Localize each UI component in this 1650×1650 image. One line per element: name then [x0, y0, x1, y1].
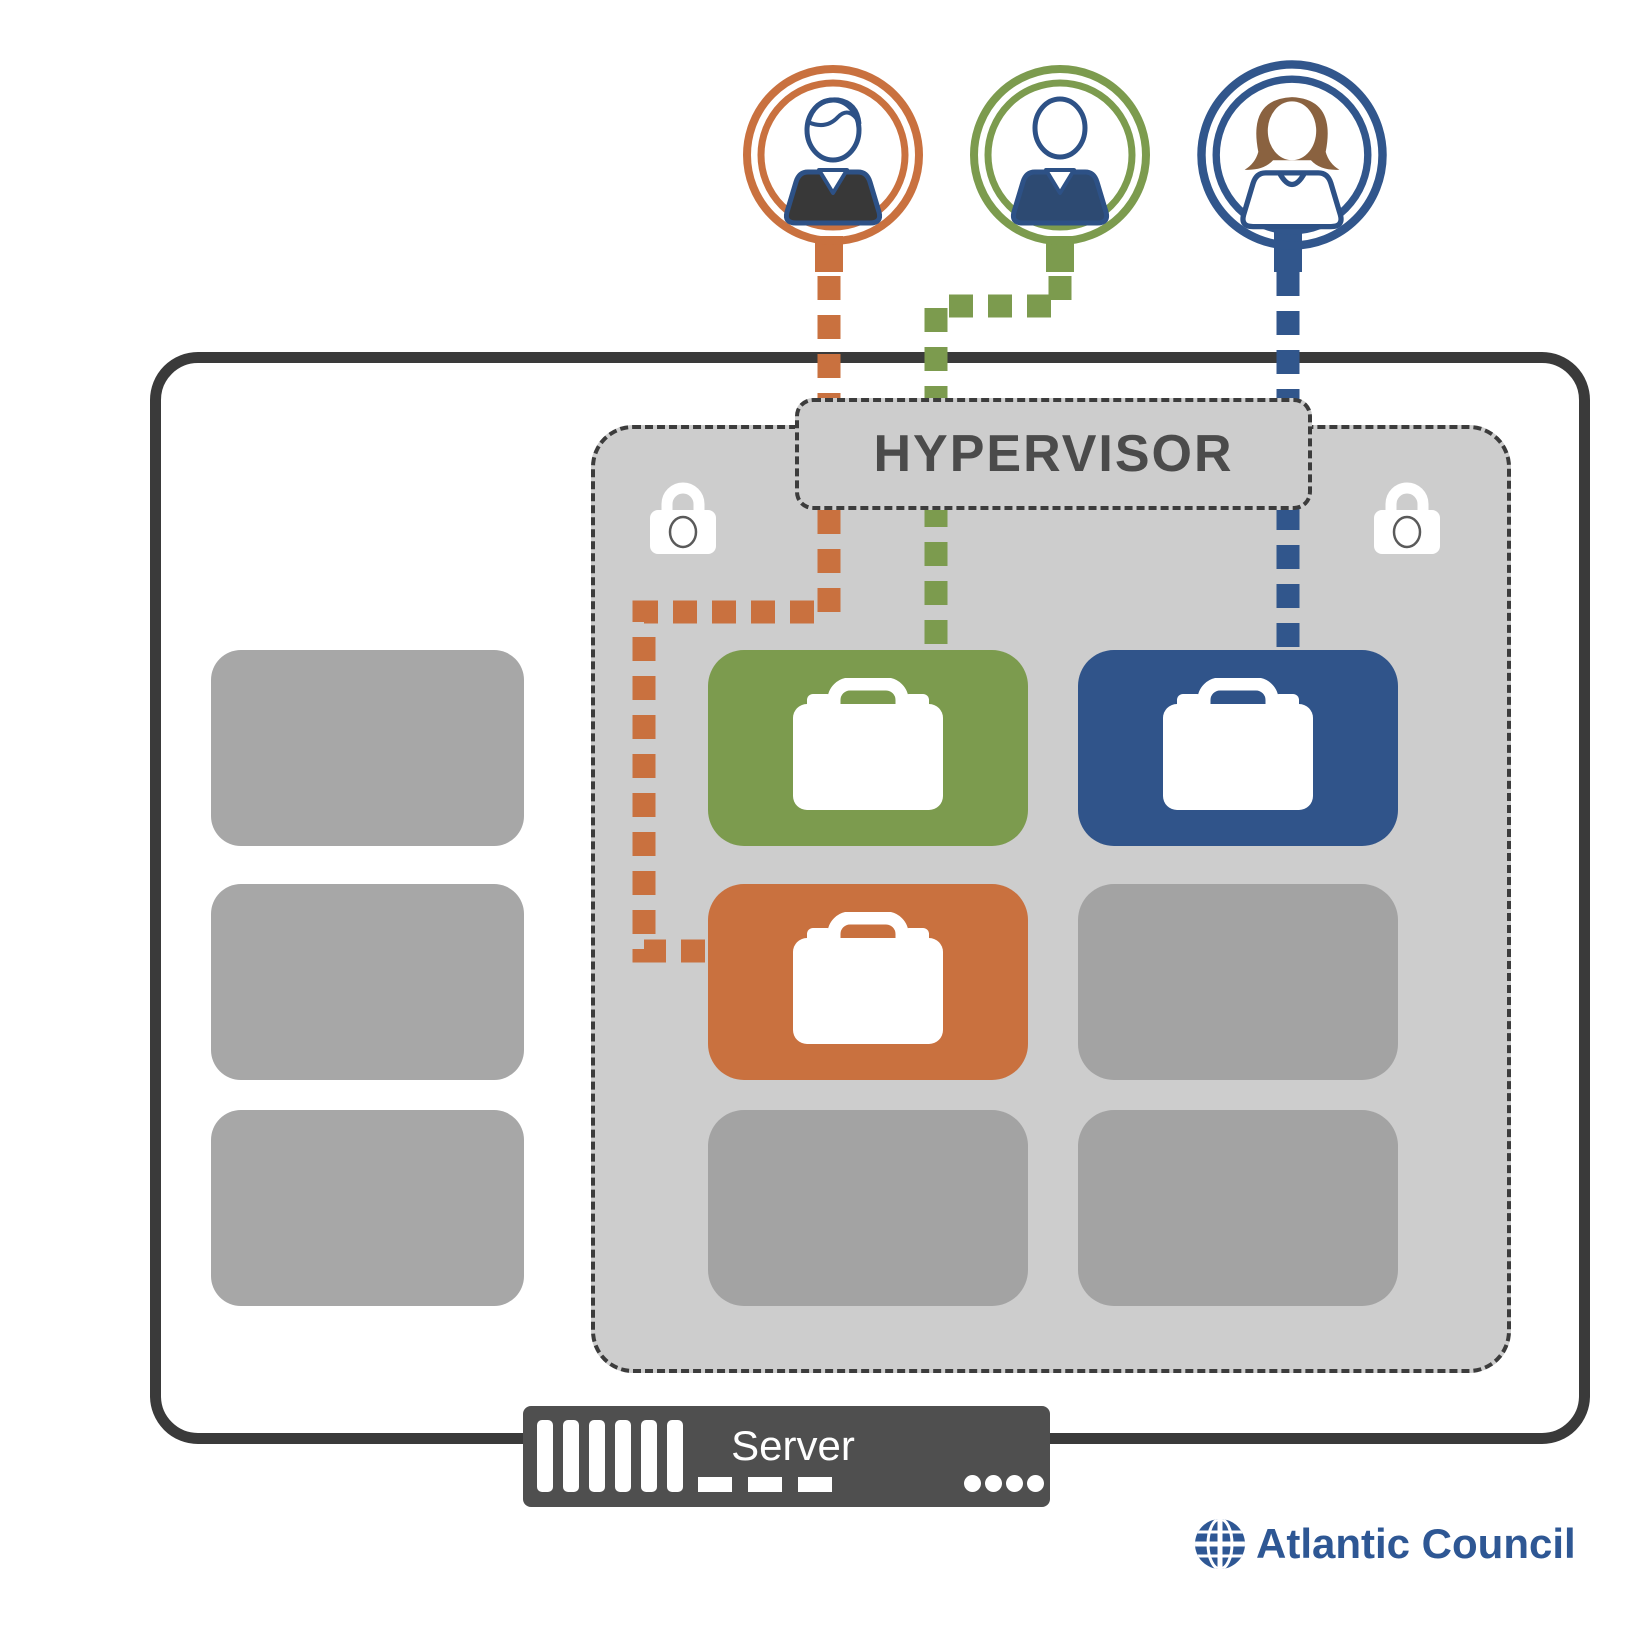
server-slots	[698, 1477, 832, 1492]
vm-slot-empty	[1078, 884, 1398, 1080]
vm-slot-empty	[1078, 1110, 1398, 1306]
vm-slot-orange	[708, 884, 1028, 1080]
host-resource-box	[211, 884, 524, 1080]
briefcase-icon	[793, 912, 943, 1044]
host-resource-box	[211, 1110, 524, 1306]
user-icon	[970, 65, 1150, 245]
server-icon: Server	[523, 1406, 1050, 1507]
briefcase-icon	[793, 678, 943, 810]
hypervisor-label: HYPERVISOR	[873, 425, 1234, 483]
server-leds	[964, 1475, 1044, 1492]
brand-name: Atlantic Council	[1256, 1520, 1576, 1567]
globe-icon	[1195, 1519, 1245, 1569]
server-label: Server	[731, 1422, 855, 1469]
vm-slot-green	[708, 650, 1028, 846]
hypervisor-box: HYPERVISOR	[795, 398, 1312, 510]
host-resource-box	[211, 650, 524, 846]
briefcase-icon	[1163, 678, 1313, 810]
brand-logo: Atlantic Council	[1194, 1518, 1576, 1570]
woman-user-icon	[1197, 60, 1387, 250]
lock-icon	[1374, 482, 1440, 554]
server-vents	[537, 1420, 683, 1492]
lock-icon	[650, 482, 716, 554]
user-icon	[743, 65, 923, 245]
vm-slot-empty	[708, 1110, 1028, 1306]
vm-slot-blue	[1078, 650, 1398, 846]
